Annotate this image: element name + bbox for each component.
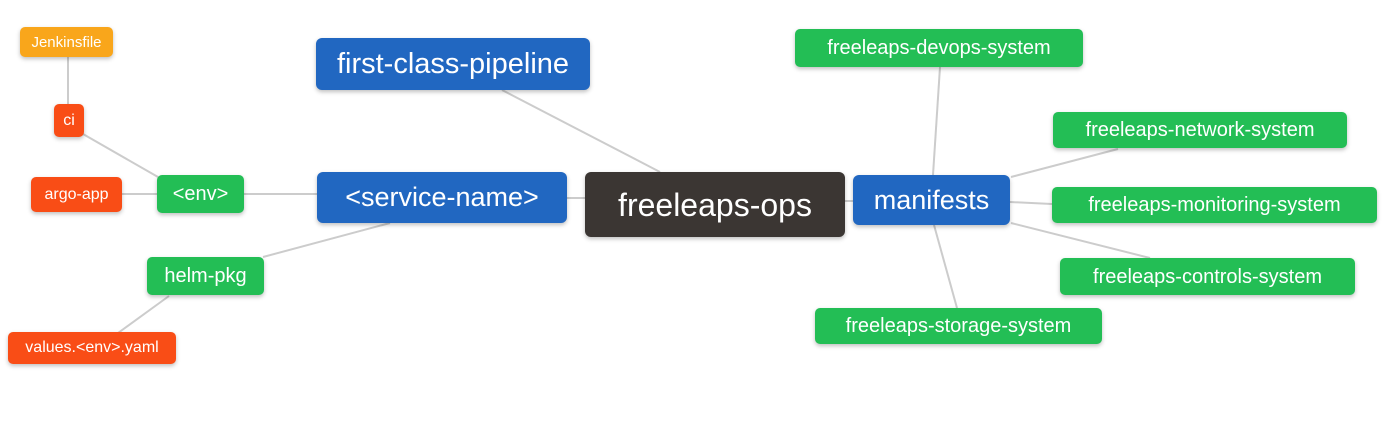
node-label: freeleaps-ops: [618, 186, 812, 223]
edge-helm-service: [262, 222, 391, 258]
node-label: manifests: [873, 184, 990, 215]
edge-manifests-devops: [932, 66, 941, 176]
edge-manifests-monitoring: [1009, 201, 1053, 205]
node-label: Jenkinsfile: [31, 33, 102, 51]
node-label: first-class-pipeline: [336, 47, 570, 80]
node-ci[interactable]: ci: [54, 104, 84, 137]
node-freeleaps-devops-system[interactable]: freeleaps-devops-system: [795, 29, 1083, 67]
node-argo-app[interactable]: argo-app: [31, 177, 122, 212]
node-helm-pkg[interactable]: helm-pkg: [147, 257, 264, 295]
edge-ci-env: [82, 133, 159, 178]
node-label: freeleaps-controls-system: [1093, 265, 1322, 288]
node-label: freeleaps-network-system: [1085, 119, 1315, 141]
node-manifests[interactable]: manifests: [853, 175, 1010, 225]
node-label: freeleaps-storage-system: [845, 315, 1072, 337]
edge-manifests-controls: [1010, 222, 1151, 259]
node-first-class-pipeline[interactable]: first-class-pipeline: [316, 38, 590, 90]
node-service-name[interactable]: <service-name>: [317, 172, 567, 223]
node-freeleaps-monitoring-system[interactable]: freeleaps-monitoring-system: [1052, 187, 1377, 223]
node-label: argo-app: [44, 185, 109, 203]
node-label: freeleaps-monitoring-system: [1088, 194, 1341, 216]
edge-values-helm: [117, 295, 170, 334]
node-freeleaps-ops-root[interactable]: freeleaps-ops: [585, 172, 845, 237]
node-freeleaps-network-system[interactable]: freeleaps-network-system: [1053, 112, 1347, 148]
edge-manifests-storage: [933, 224, 958, 309]
node-freeleaps-storage-system[interactable]: freeleaps-storage-system: [815, 308, 1102, 344]
node-label: ci: [63, 111, 75, 129]
node-label: helm-pkg: [164, 265, 247, 287]
node-label: freeleaps-devops-system: [827, 37, 1051, 59]
node-label: <env>: [172, 183, 229, 205]
edge-manifests-network: [1010, 148, 1119, 178]
node-jenkinsfile[interactable]: Jenkinsfile: [20, 27, 113, 57]
node-label: <service-name>: [345, 182, 539, 212]
node-values-env-yaml[interactable]: values.<env>.yaml: [8, 332, 176, 364]
node-env[interactable]: <env>: [157, 175, 244, 213]
node-freeleaps-controls-system[interactable]: freeleaps-controls-system: [1060, 258, 1355, 295]
node-label: values.<env>.yaml: [25, 339, 159, 356]
edge-pipeline-root: [501, 89, 661, 173]
